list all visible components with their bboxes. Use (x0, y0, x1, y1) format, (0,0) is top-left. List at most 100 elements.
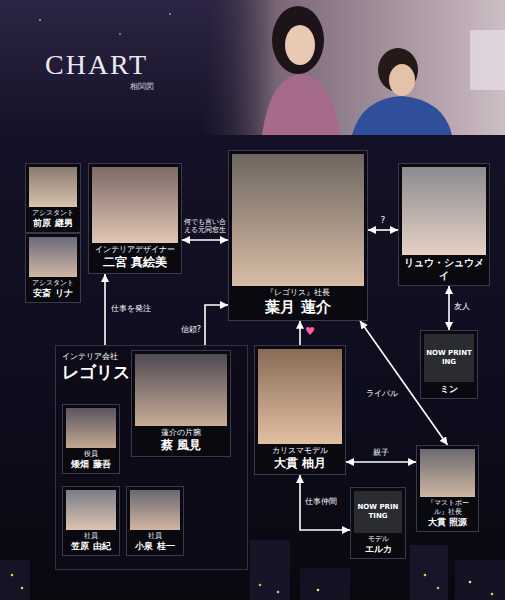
portrait-photo (29, 167, 77, 207)
figure-shirt (262, 74, 340, 135)
portrait-photo (420, 449, 475, 497)
city-light (437, 587, 440, 590)
text-block: インテリア会社レゴリス (60, 350, 130, 383)
portrait-photo (66, 408, 116, 448)
relation-connector (368, 229, 398, 231)
text-block: カリスマモデル大貫 柚月 (258, 444, 342, 471)
placeholder-photo: NOW PRINTING (424, 334, 474, 382)
relation-label: 仕事仲間 (305, 497, 347, 507)
person-box: カリスマモデル大貫 柚月 (254, 345, 346, 475)
person-name: 葉月 蓮介 (232, 298, 364, 317)
person-name: ミン (424, 384, 474, 395)
role-label: モデル (354, 535, 402, 544)
text-block: リュウ・シュウメイ (402, 255, 486, 282)
relation-label: 何でも言い合える元同窓生 (183, 218, 227, 235)
role-label: カリスマモデル (258, 446, 342, 456)
person-name: 大貫 柚月 (258, 456, 342, 471)
city-light (469, 581, 472, 584)
person-box: NOW PRINTING モデルエルカ (350, 487, 406, 559)
relation-label: ? (373, 215, 393, 226)
text-block: インテリアデザイナー二宮 真絵美 (92, 243, 178, 270)
portrait-photo (66, 490, 116, 530)
relation-connector (448, 286, 450, 330)
person-box: リュウ・シュウメイ (398, 163, 490, 286)
person-name: 二宮 真絵美 (92, 255, 178, 270)
portrait-photo (232, 154, 364, 286)
person-box: 蓮介の片腕蔡 風見 (131, 350, 231, 457)
text-block: アシスタント安斎 リナ (29, 277, 77, 299)
text-block: アシスタント前原 継男 (29, 207, 77, 229)
person-name: リュウ・シュウメイ (402, 257, 486, 282)
placeholder-text: NOW PRINTING (426, 349, 472, 367)
text-block: 『マストボール』社長大貫 照源 (420, 497, 475, 528)
person-name: 大貫 照源 (420, 517, 475, 528)
chart-title: CHART (45, 50, 148, 81)
text-block: 社員笠原 由紀 (66, 530, 116, 552)
person-name: レゴリス (62, 362, 130, 383)
relation-connector (104, 274, 106, 345)
portrait-photo (130, 490, 180, 530)
person-box: 社員小泉 桂一 (126, 486, 184, 556)
role-label: アシスタント (29, 209, 77, 218)
header-photo (200, 0, 505, 135)
role-label: アシスタント (29, 279, 77, 288)
placeholder-text: NOW PRINTING (356, 503, 400, 521)
relation-label: 信頼? (165, 325, 201, 335)
building (455, 560, 505, 600)
portrait-photo (29, 237, 77, 277)
window-glare (470, 30, 505, 90)
group-box: インテリア会社レゴリス蓮介の片腕蔡 風見役員矮畑 藤吾社員笠原 由紀社員小泉 桂… (55, 345, 248, 570)
relation-label: ♥ (305, 325, 321, 338)
building (410, 545, 448, 600)
city-light (277, 591, 280, 594)
text-block: モデルエルカ (354, 533, 402, 555)
relation-label: 友人 (454, 302, 484, 312)
person-box: 役員矮畑 藤吾 (62, 404, 120, 474)
person-name: 小泉 桂一 (130, 541, 180, 552)
portrait-photo (135, 354, 227, 426)
star (169, 13, 171, 15)
text-block: 蓮介の片腕蔡 風見 (135, 426, 227, 453)
person-box: アシスタント安斎 リナ (25, 233, 81, 303)
role-label: 『マストボール』社長 (420, 499, 475, 517)
relation-connector (299, 321, 301, 345)
relation-connector (182, 239, 228, 241)
role-label: 社員 (130, 532, 180, 541)
placeholder-photo: NOW PRINTING (354, 491, 402, 533)
person-box: NOW PRINTING ミン (420, 330, 478, 399)
person-name: 笠原 由紀 (66, 541, 116, 552)
city-light (259, 584, 262, 587)
portrait-photo (258, 349, 342, 444)
building (250, 540, 290, 600)
chart-subtitle: 相関図 (130, 82, 154, 92)
role-label: インテリア会社 (62, 352, 130, 362)
role-label: 『レゴリス』社長 (232, 288, 364, 298)
building (0, 560, 30, 600)
relation-label: 仕事を発注 (111, 304, 163, 314)
star (39, 19, 41, 21)
header-band (0, 0, 505, 135)
person-box: インテリアデザイナー二宮 真絵美 (88, 163, 182, 274)
city-light (491, 593, 494, 596)
relation-connector (346, 461, 416, 463)
figure-face (389, 64, 415, 96)
text-block: ミン (424, 382, 474, 395)
star (119, 33, 121, 35)
building (300, 568, 350, 600)
relation-connector (300, 475, 350, 530)
text-block: 『レゴリス』社長葉月 蓮介 (232, 286, 364, 317)
text-block: 社員小泉 桂一 (130, 530, 180, 552)
figure-hair (272, 6, 324, 74)
figure-jacket (352, 96, 452, 135)
city-light (317, 589, 320, 592)
person-name: 矮畑 藤吾 (66, 459, 116, 470)
relation-label: 親子 (365, 448, 397, 458)
person-name: 安斎 リナ (29, 288, 77, 299)
city-light (424, 574, 427, 577)
person-box: 社員笠原 由紀 (62, 486, 120, 556)
role-label: 蓮介の片腕 (135, 428, 227, 438)
person-box: 『マストボール』社長大貫 照源 (416, 445, 479, 532)
role-label: インテリアデザイナー (92, 245, 178, 255)
role-label: 役員 (66, 450, 116, 459)
